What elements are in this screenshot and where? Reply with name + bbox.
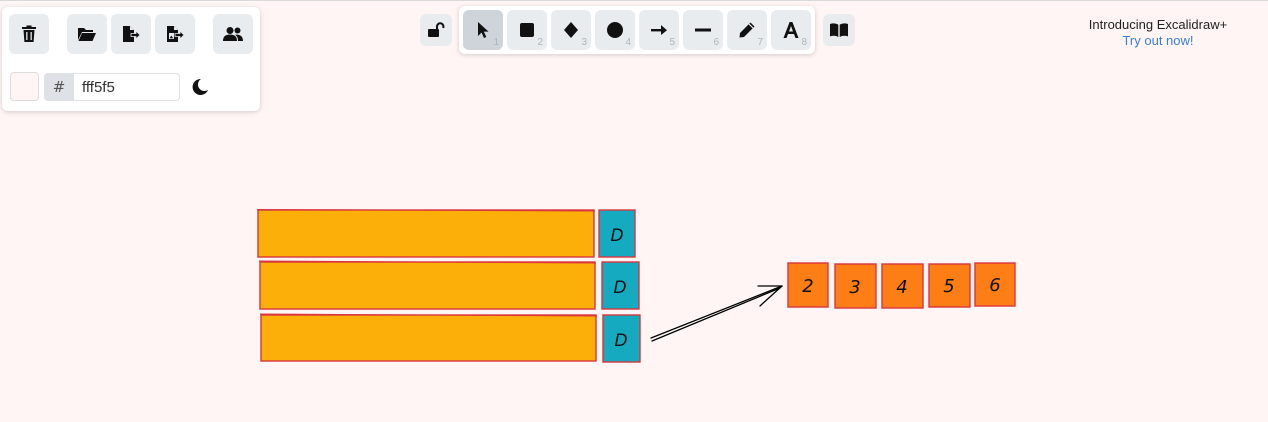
- top-border: [0, 0, 1268, 1]
- tool-selection[interactable]: 1: [463, 10, 503, 50]
- canvas-bar[interactable]: [257, 209, 595, 258]
- pencil-icon: [739, 22, 755, 38]
- pointer-icon: [478, 22, 489, 38]
- tool-shortcut: 7: [757, 37, 763, 48]
- canvas-box[interactable]: 2: [787, 262, 829, 308]
- tool-ellipse[interactable]: 4: [595, 10, 635, 50]
- book-icon: [830, 23, 848, 37]
- circle-icon: [607, 22, 623, 38]
- canvas-box-label: 4: [896, 277, 907, 298]
- arrow-right-icon: [651, 25, 667, 35]
- tool-shortcut: 6: [713, 37, 719, 48]
- tool-rectangle[interactable]: 2: [507, 10, 547, 50]
- canvas-box-label: 3: [849, 277, 860, 298]
- tool-shortcut: 1: [493, 37, 499, 48]
- background-color-swatch[interactable]: [10, 72, 39, 101]
- library-button[interactable]: [823, 14, 855, 46]
- tool-arrow[interactable]: 5: [639, 10, 679, 50]
- canvas-box[interactable]: 5: [928, 263, 971, 308]
- clear-canvas-button[interactable]: [9, 14, 49, 54]
- tool-shortcut: 8: [801, 37, 807, 48]
- lock-open-icon: [428, 22, 445, 37]
- tool-shortcut: 4: [625, 37, 631, 48]
- lock-tool-button[interactable]: [420, 14, 452, 46]
- folder-open-icon: [78, 28, 96, 41]
- file-export-icon: [123, 26, 141, 42]
- open-file-button[interactable]: [67, 14, 107, 54]
- tool-line[interactable]: 6: [683, 10, 723, 50]
- canvas-box-label: 6: [989, 275, 1000, 296]
- canvas-tag-label: D: [613, 278, 626, 298]
- background-hex-input[interactable]: [74, 73, 180, 101]
- hex-hash-label: #: [44, 73, 74, 101]
- canvas-row[interactable]: D: [258, 260, 640, 310]
- canvas-tag-label: D: [614, 331, 627, 351]
- line-icon: [695, 28, 711, 32]
- text-icon: [783, 22, 799, 38]
- canvas-tag[interactable]: [602, 314, 641, 363]
- collaboration-button[interactable]: [213, 14, 253, 54]
- canvas-bar[interactable]: [259, 261, 596, 310]
- moon-icon: [192, 78, 208, 95]
- canvas-row[interactable]: D: [259, 313, 641, 363]
- canvas-row[interactable]: D: [256, 209, 636, 258]
- canvas-box[interactable]: 3: [834, 263, 877, 309]
- trash-icon: [22, 25, 36, 42]
- tool-shortcut: 2: [537, 37, 543, 48]
- canvas-bar[interactable]: [260, 314, 597, 362]
- tool-draw[interactable]: 7: [727, 10, 767, 50]
- canvas-tag[interactable]: [598, 209, 636, 258]
- promo-title: Introducing Excalidraw+: [1088, 17, 1228, 32]
- tool-shortcut: 3: [581, 37, 587, 48]
- canvas-box-label: 5: [943, 276, 954, 297]
- excalidraw-plus-promo: Introducing Excalidraw+ Try out now!: [1058, 17, 1258, 49]
- image-export-icon: [167, 26, 185, 42]
- theme-toggle-button[interactable]: [190, 77, 210, 97]
- diamond-icon: [564, 22, 578, 38]
- canvas-actions-panel: #: [2, 7, 260, 111]
- canvas-box[interactable]: 4: [881, 263, 924, 309]
- canvas-tag-label: D: [610, 226, 623, 246]
- canvas-box-label: 2: [802, 276, 813, 297]
- tool-shortcut: 5: [669, 37, 675, 48]
- tool-text[interactable]: 8: [771, 10, 811, 50]
- square-icon: [520, 23, 534, 37]
- save-file-button[interactable]: [111, 14, 151, 54]
- users-icon: [223, 27, 243, 41]
- canvas-tag[interactable]: [601, 261, 640, 310]
- export-image-button[interactable]: [155, 14, 195, 54]
- canvas-arrow[interactable]: [650, 285, 783, 342]
- shapes-toolbar: 1 2 3 4 5 6 7: [459, 6, 815, 54]
- promo-link[interactable]: Try out now!: [1122, 33, 1194, 48]
- canvas-box[interactable]: 6: [974, 262, 1016, 307]
- tool-diamond[interactable]: 3: [551, 10, 591, 50]
